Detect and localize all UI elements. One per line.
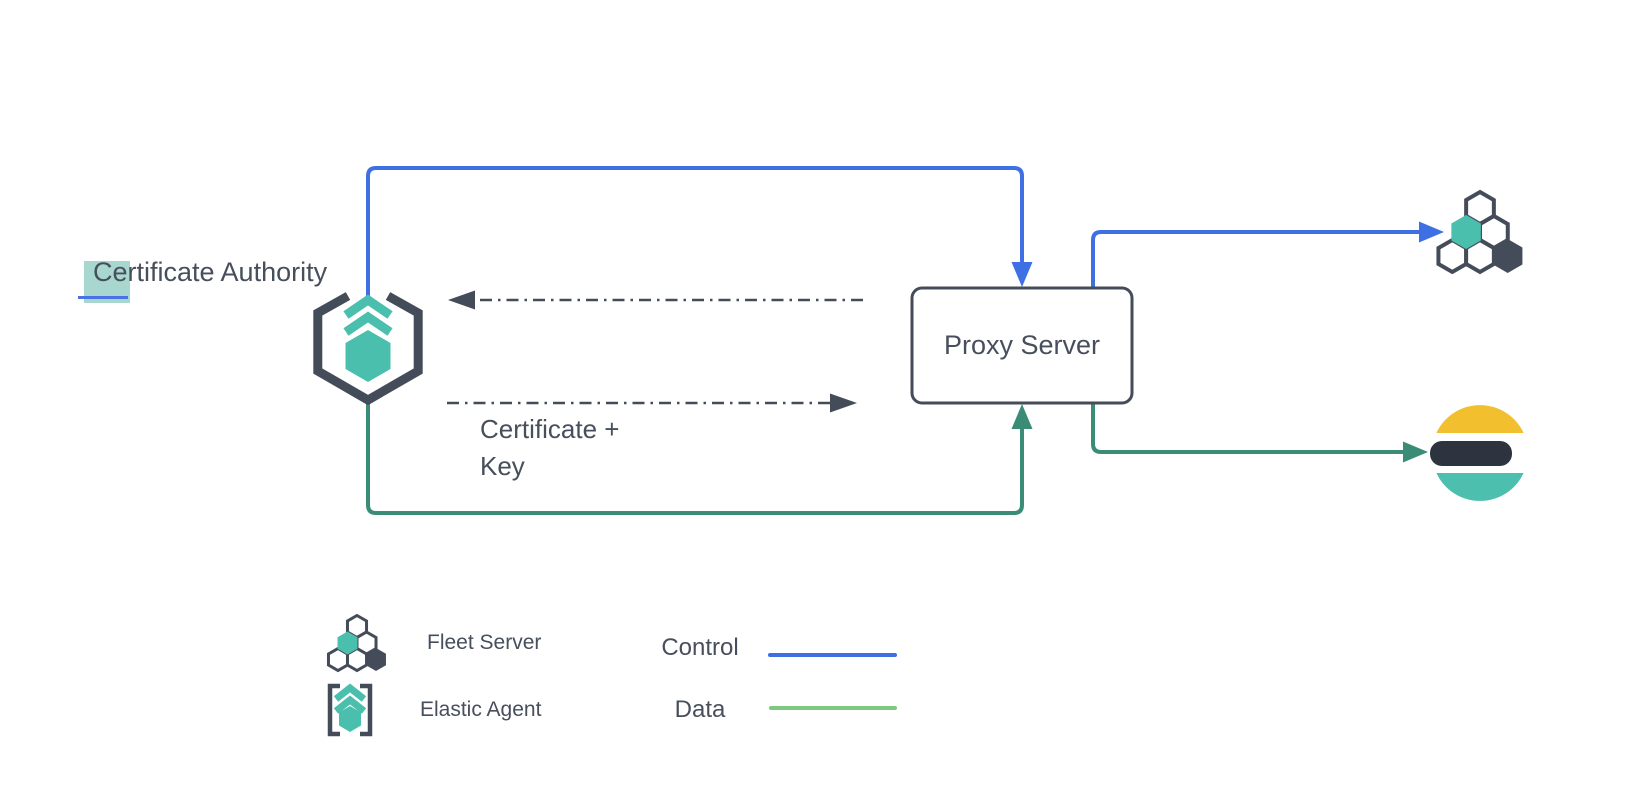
agent-inner-hexagon bbox=[345, 330, 391, 382]
fleet-hex-teal bbox=[337, 631, 358, 655]
fleet-hex-dark bbox=[366, 648, 386, 671]
fleet-hex-dark bbox=[1492, 239, 1523, 273]
proxy-server-node[interactable] bbox=[910, 286, 1134, 405]
agent-chevron-top bbox=[333, 683, 367, 702]
data-edge-proxy-elasticsearch-line[interactable] bbox=[1091, 402, 1405, 454]
elasticsearch-middle-bar bbox=[1430, 441, 1512, 466]
agent-chevron-bottom bbox=[333, 695, 367, 714]
agent-chevron-top bbox=[343, 294, 393, 319]
control-edge-proxy-fleet-line[interactable] bbox=[1091, 230, 1421, 289]
legend-label-fleet-server[interactable]: Fleet Server bbox=[427, 631, 542, 654]
agent-chevron-bottom bbox=[343, 311, 393, 336]
legend-fleet-server-icon[interactable] bbox=[326, 613, 386, 673]
arrowhead-left-icon bbox=[448, 290, 475, 310]
fleet-server-icon[interactable] bbox=[1436, 189, 1523, 275]
cert-key-line1: Certificate + bbox=[480, 414, 620, 444]
arrowhead-down-icon bbox=[1011, 262, 1033, 287]
arrowhead-right-icon bbox=[1403, 441, 1428, 463]
cert-key-arrow[interactable] bbox=[447, 393, 857, 413]
cert-key-line2: Key bbox=[480, 451, 525, 481]
legend-control-line[interactable] bbox=[768, 653, 897, 657]
arrowhead-right-icon bbox=[1419, 221, 1444, 243]
agent-bracket-right bbox=[360, 683, 373, 737]
agent-hex-outline bbox=[313, 292, 423, 406]
cert-key-label[interactable]: Certificate + Key bbox=[480, 411, 619, 485]
certificate-authority-highlighted-char: C bbox=[93, 257, 113, 287]
arrowhead-right-icon bbox=[830, 393, 857, 413]
legend-label-data[interactable]: Data bbox=[674, 696, 726, 723]
arrowhead-up-icon bbox=[1011, 404, 1033, 429]
elastic-agent-icon[interactable] bbox=[313, 292, 423, 406]
data-edge-proxy-elasticsearch[interactable] bbox=[1091, 402, 1428, 463]
legend-label-elastic-agent[interactable]: Elastic Agent bbox=[420, 698, 542, 721]
agent-inner-hexagon bbox=[339, 706, 361, 732]
data-edge-agent-proxy[interactable] bbox=[366, 402, 1033, 515]
legend-data-line[interactable] bbox=[769, 706, 897, 710]
cert-request-arrow[interactable] bbox=[448, 290, 863, 310]
text-caret bbox=[78, 296, 128, 299]
control-edge-agent-proxy-line[interactable] bbox=[366, 166, 1024, 298]
fleet-hex-teal bbox=[1451, 215, 1481, 249]
legend-label-control[interactable]: Control bbox=[661, 634, 739, 661]
certificate-authority-label[interactable]: Certificate Authority bbox=[93, 256, 327, 288]
agent-bracket-left bbox=[327, 683, 340, 737]
control-edge-proxy-fleet[interactable] bbox=[1091, 221, 1444, 290]
legend-elastic-agent-icon[interactable] bbox=[327, 683, 373, 737]
elasticsearch-bottom-slice bbox=[1436, 473, 1524, 501]
certificate-authority-label-rest: ertificate Authority bbox=[112, 257, 328, 287]
control-edge-agent-proxy[interactable] bbox=[366, 166, 1033, 298]
data-edge-agent-proxy-line[interactable] bbox=[366, 402, 1024, 515]
elasticsearch-icon[interactable] bbox=[1430, 405, 1524, 501]
proxy-server-label[interactable]: Proxy Server bbox=[943, 330, 1101, 360]
elasticsearch-top-slice bbox=[1436, 405, 1524, 433]
